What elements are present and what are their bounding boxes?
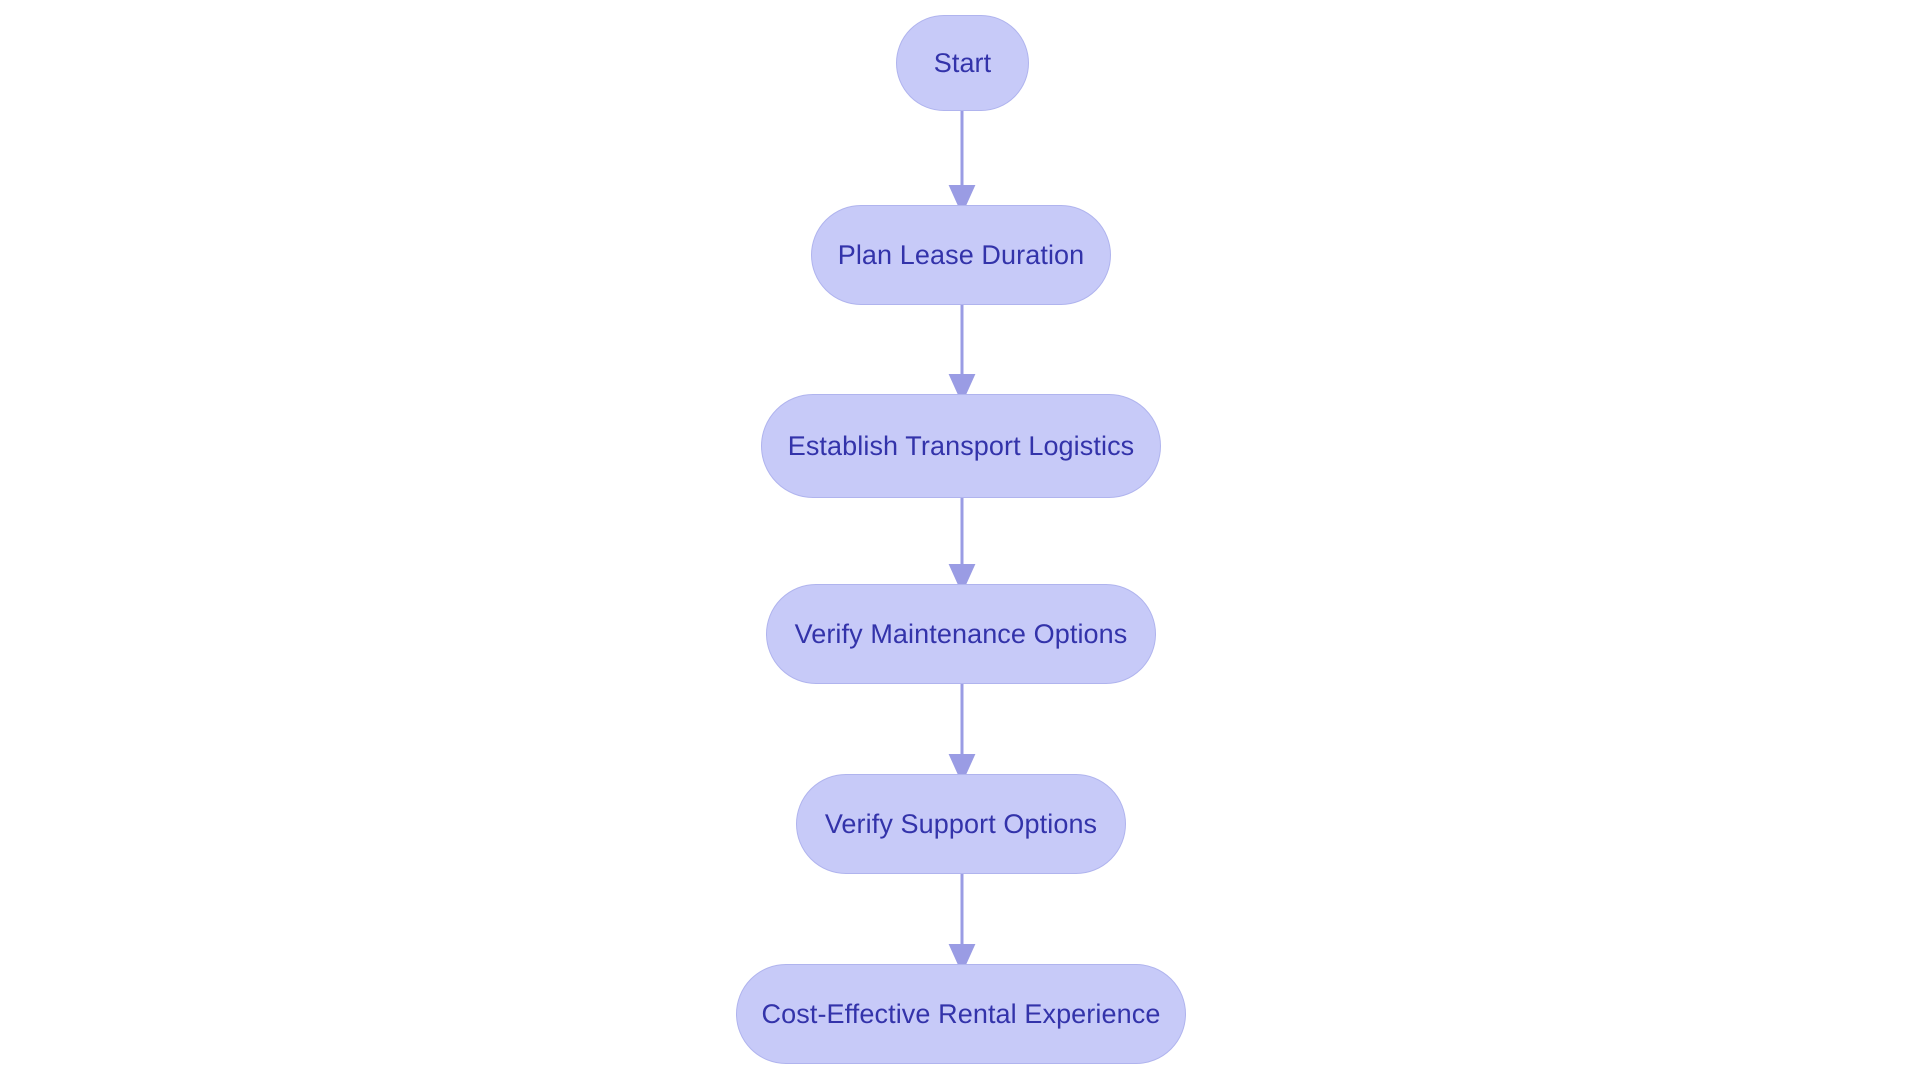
node-verify-support-options-label: Verify Support Options <box>824 808 1098 839</box>
node-cost-effective-rental-experience-label: Cost-Effective Rental Experience <box>761 998 1161 1029</box>
node-establish-transport-logistics[interactable]: Establish Transport Logistics <box>761 394 1161 498</box>
node-verify-maintenance-options[interactable]: Verify Maintenance Options <box>766 584 1156 684</box>
node-cost-effective-rental-experience[interactable]: Cost-Effective Rental Experience <box>736 964 1186 1064</box>
node-establish-transport-logistics-label: Establish Transport Logistics <box>787 430 1135 461</box>
node-start-label: Start <box>933 47 992 78</box>
node-start[interactable]: Start <box>896 15 1029 111</box>
node-verify-support-options[interactable]: Verify Support Options <box>796 774 1126 874</box>
node-plan-lease-duration-label: Plan Lease Duration <box>837 239 1085 270</box>
node-verify-maintenance-options-label: Verify Maintenance Options <box>794 618 1128 649</box>
node-plan-lease-duration[interactable]: Plan Lease Duration <box>811 205 1111 305</box>
